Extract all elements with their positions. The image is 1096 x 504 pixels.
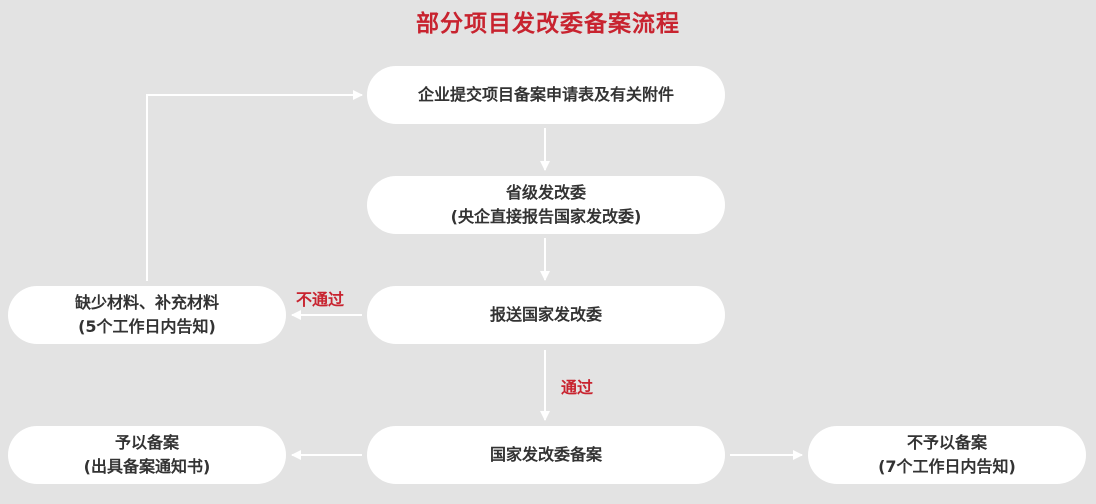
label-fail: 不通过 xyxy=(296,290,345,309)
node-approved: 予以备案 (出具备案通知书) xyxy=(8,426,286,484)
node-submit-line1: 企业提交项目备案申请表及有关附件 xyxy=(417,85,674,104)
node-national-filing-line1: 国家发改委备案 xyxy=(489,445,602,464)
node-rejected-line2: (7个工作日内告知) xyxy=(878,457,1016,476)
node-national-filing: 国家发改委备案 xyxy=(367,426,725,484)
node-approved-line1: 予以备案 xyxy=(114,433,179,452)
node-national-review: 报送国家发改委 xyxy=(367,286,725,344)
arrow-supplement-to-submit xyxy=(146,90,363,281)
node-supplement-line1: 缺少材料、补充材料 xyxy=(74,293,219,312)
node-national-review-line1: 报送国家发改委 xyxy=(489,305,602,324)
diagram-title: 部分项目发改委备案流程 xyxy=(416,10,680,37)
node-provincial-line1: 省级发改委 xyxy=(505,183,586,202)
node-provincial-line2: (央企直接报告国家发改委) xyxy=(450,207,642,226)
node-supplement-materials: 缺少材料、补充材料 (5个工作日内告知) xyxy=(8,286,286,344)
node-provincial-ndrc: 省级发改委 (央企直接报告国家发改委) xyxy=(367,176,725,234)
node-rejected-line1: 不予以备案 xyxy=(906,433,987,452)
node-approved-line2: (出具备案通知书) xyxy=(83,457,211,476)
node-rejected: 不予以备案 (7个工作日内告知) xyxy=(808,426,1086,484)
node-submit-application: 企业提交项目备案申请表及有关附件 xyxy=(367,66,725,124)
label-pass: 通过 xyxy=(561,378,594,397)
node-supplement-line2: (5个工作日内告知) xyxy=(78,317,216,336)
